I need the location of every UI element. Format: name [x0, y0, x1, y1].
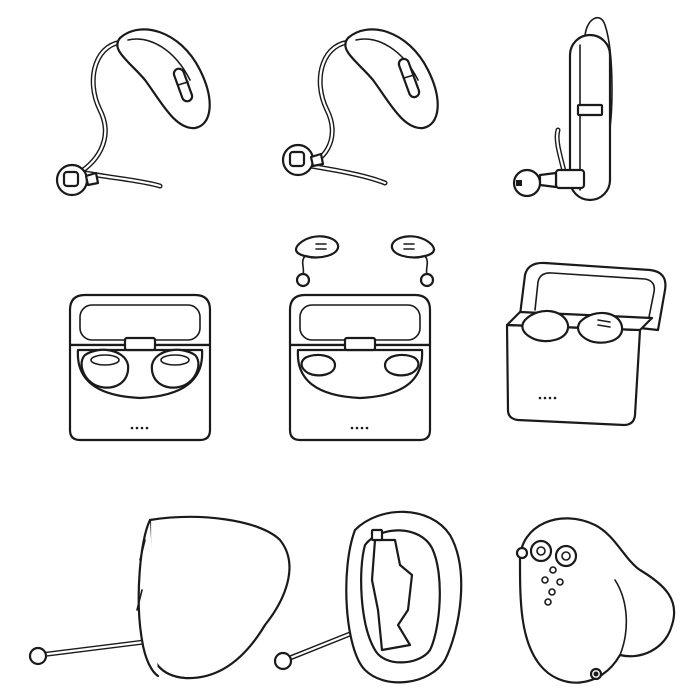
receiver-in-canal-hearing-aid-1 — [55, 28, 211, 197]
receiver-in-canal-hearing-aid-2 — [281, 28, 439, 186]
completely-in-canal-hearing-aid-angled — [515, 517, 676, 684]
charging-case-open-with-earbuds — [68, 293, 212, 442]
charging-case-open-perspective — [505, 261, 667, 427]
in-the-ear-hearing-aid-faceplate — [273, 510, 463, 684]
bte-hearing-aid-vertical — [512, 16, 613, 202]
charging-case-open-empty-with-earbuds-above — [288, 235, 436, 442]
in-the-canal-hearing-aid-side — [28, 515, 291, 680]
